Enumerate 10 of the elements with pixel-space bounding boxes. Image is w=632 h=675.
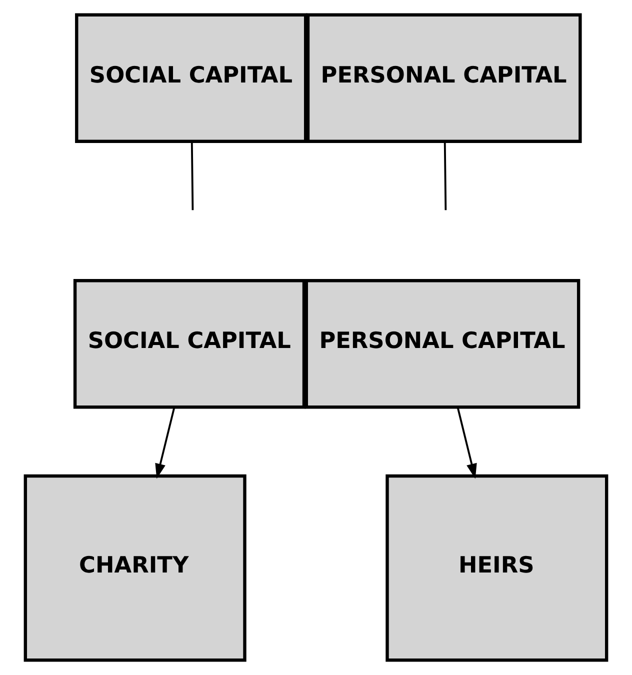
node-box: HEIRS (386, 474, 608, 662)
node-box: CHARITY (24, 474, 246, 662)
connector (190, 142, 194, 210)
node-box: SOCIAL CAPITAL (75, 13, 308, 143)
node-box: SOCIAL CAPITAL (73, 279, 306, 409)
node-box: PERSONAL CAPITAL (304, 279, 580, 409)
arrow (456, 407, 477, 479)
connector (444, 142, 447, 210)
arrow (155, 407, 176, 479)
node-box: PERSONAL CAPITAL (306, 13, 582, 143)
